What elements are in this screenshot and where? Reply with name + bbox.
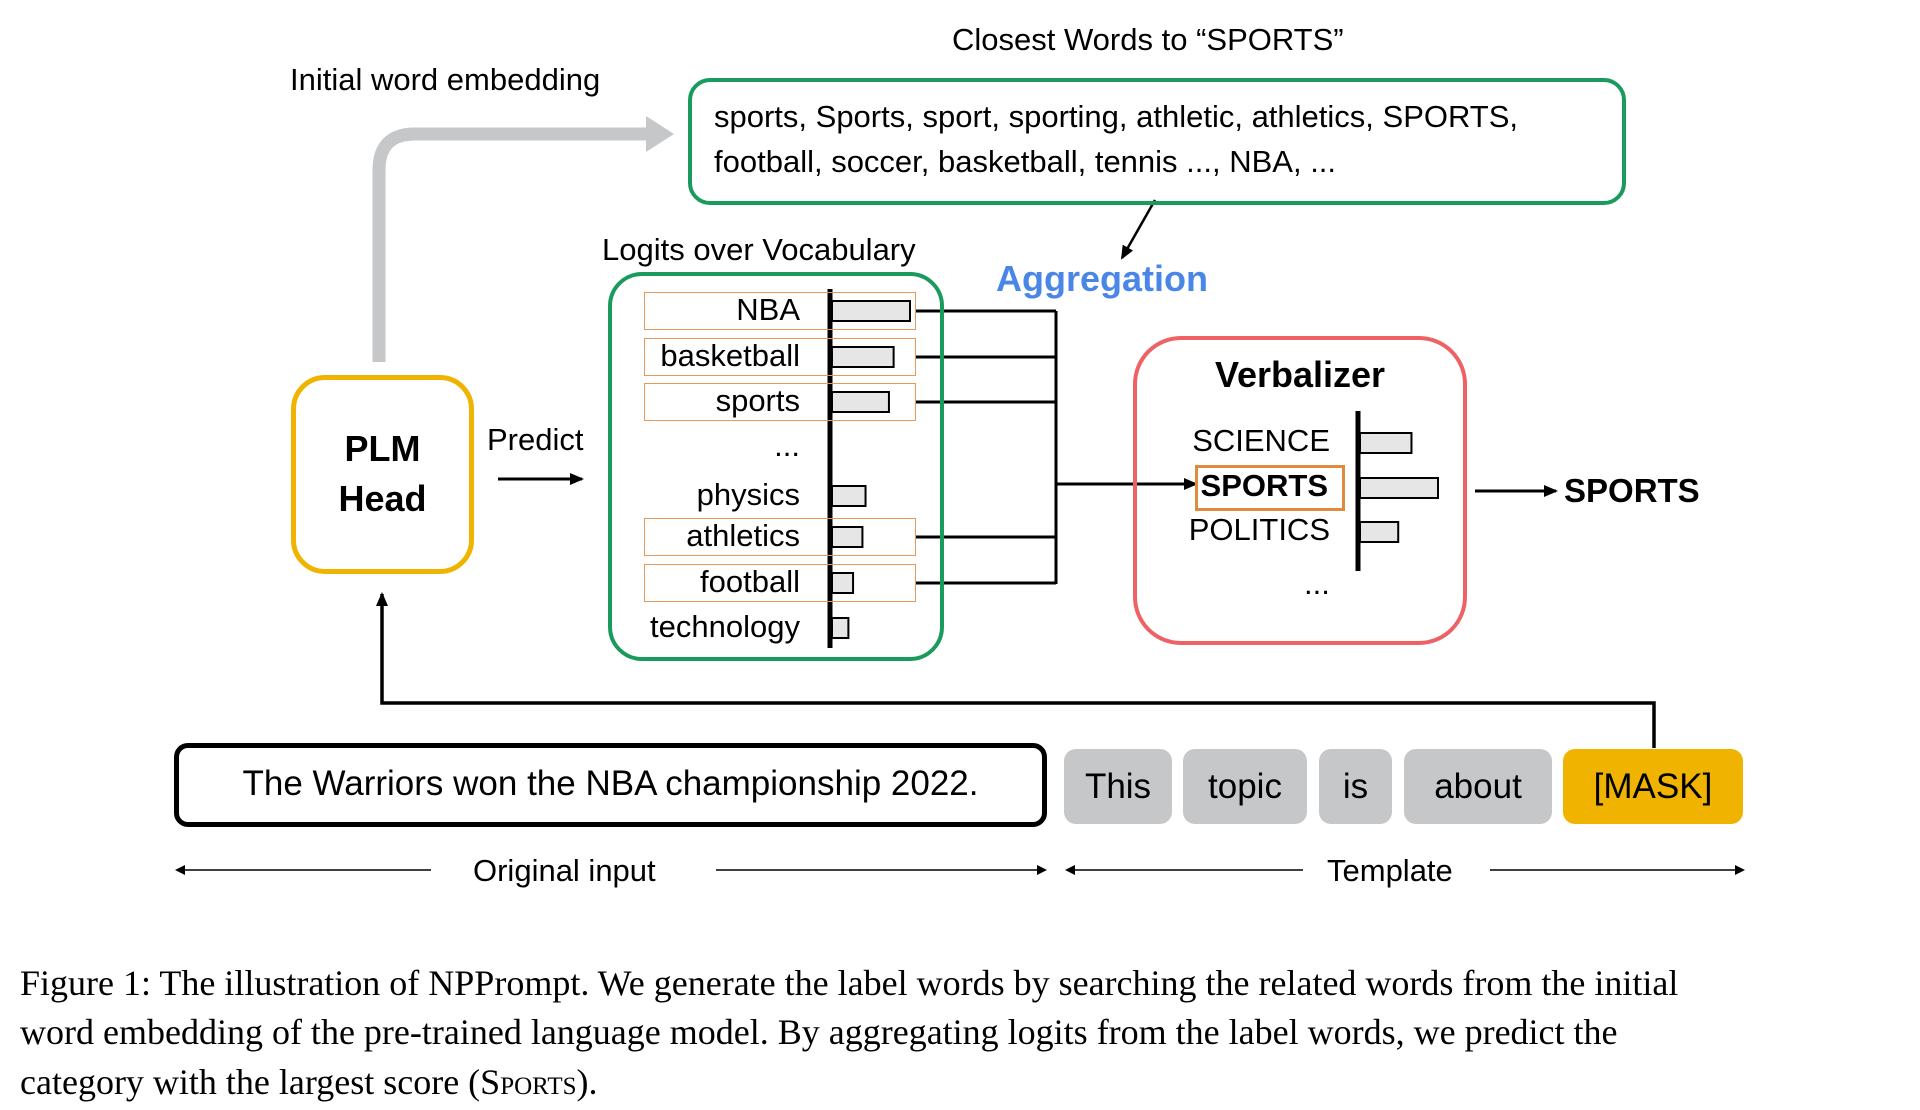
caption-line-1: Figure 1: The illustration of NPPrompt. … <box>20 963 1679 1003</box>
vocab-word: NBA <box>736 292 800 327</box>
verbalizer-class-label: SPORTS <box>1200 468 1328 503</box>
caption-line-3-prefix: category with the largest score ( <box>20 1062 481 1102</box>
vocab-word: athletics <box>686 518 800 553</box>
verbalizer-more: ... <box>1304 566 1330 601</box>
logit-bar <box>831 391 890 413</box>
verbalizer-title: Verbalizer <box>1214 354 1386 395</box>
vocab-word: technology <box>650 609 800 644</box>
caption-line-3: category with the largest score (Sports)… <box>20 1061 598 1103</box>
logit-bar <box>831 526 864 548</box>
predict-label: Predict <box>487 422 584 457</box>
plm-head-label-line-1: PLM <box>344 428 421 469</box>
logit-bar <box>831 300 911 322</box>
vocab-word: ... <box>774 428 800 463</box>
template-token: is <box>1319 749 1392 824</box>
logit-bar <box>831 617 850 639</box>
verbalizer-score-bar <box>1359 521 1400 543</box>
template-label: Template <box>1327 853 1453 888</box>
label-word-highlight <box>644 292 916 330</box>
label-word-highlight <box>644 383 916 421</box>
template-token: about <box>1404 749 1552 824</box>
mask-token: [MASK] <box>1563 749 1743 824</box>
vocab-word: physics <box>696 477 800 512</box>
logits-panel <box>608 272 944 661</box>
verbalizer-class-label: SCIENCE <box>1192 423 1330 458</box>
aggregation-label: Aggregation <box>996 258 1208 299</box>
closest-to-aggregation-arrow <box>1120 199 1157 260</box>
caption-line-3-suffix: ). <box>576 1062 598 1102</box>
vocab-word: football <box>700 564 800 599</box>
closest-words-line-2: football, soccer, basketball, tennis ...… <box>714 144 1337 179</box>
mask-feedback-arrow <box>376 592 1656 748</box>
predicted-class-output: SPORTS <box>1564 472 1700 509</box>
label-word-highlight <box>644 338 916 376</box>
verbalizer-box <box>1133 336 1467 645</box>
caption-sports-smallcaps: Sports <box>480 1062 577 1102</box>
label-word-highlight <box>644 564 916 602</box>
vocab-word: sports <box>715 383 800 418</box>
verbalizer-score-bar <box>1359 477 1439 499</box>
label-word-highlight <box>644 518 916 556</box>
original-input-sentence: The Warriors won the NBA championship 20… <box>242 764 979 803</box>
logit-bar <box>831 346 895 368</box>
logits-over-vocabulary-label: Logits over Vocabulary <box>602 232 916 267</box>
vocab-word: basketball <box>660 338 800 373</box>
caption-line-2: word embedding of the pre-trained langua… <box>20 1012 1618 1052</box>
plm-head-label-line-2: Head <box>338 478 427 519</box>
selected-class-highlight <box>1195 465 1345 511</box>
embedding-arrow-shaft <box>372 127 648 362</box>
original-input-label: Original input <box>473 853 656 888</box>
verbalizer-class-label: POLITICS <box>1188 512 1330 547</box>
plm-head-box <box>291 375 474 574</box>
verbalizer-score-bar <box>1359 432 1413 454</box>
closest-words-title: Closest Words to “SPORTS” <box>952 22 1344 57</box>
closest-words-box <box>688 78 1626 205</box>
original-input-box <box>174 743 1047 827</box>
template-token: topic <box>1183 749 1307 824</box>
logit-bar <box>831 485 867 507</box>
template-token: This <box>1064 749 1172 824</box>
closest-words-line-1: sports, Sports, sport, sporting, athleti… <box>714 99 1519 134</box>
logit-bar <box>831 572 855 594</box>
initial-word-embedding-label: Initial word embedding <box>290 62 601 97</box>
embedding-arrow-head <box>646 116 674 152</box>
